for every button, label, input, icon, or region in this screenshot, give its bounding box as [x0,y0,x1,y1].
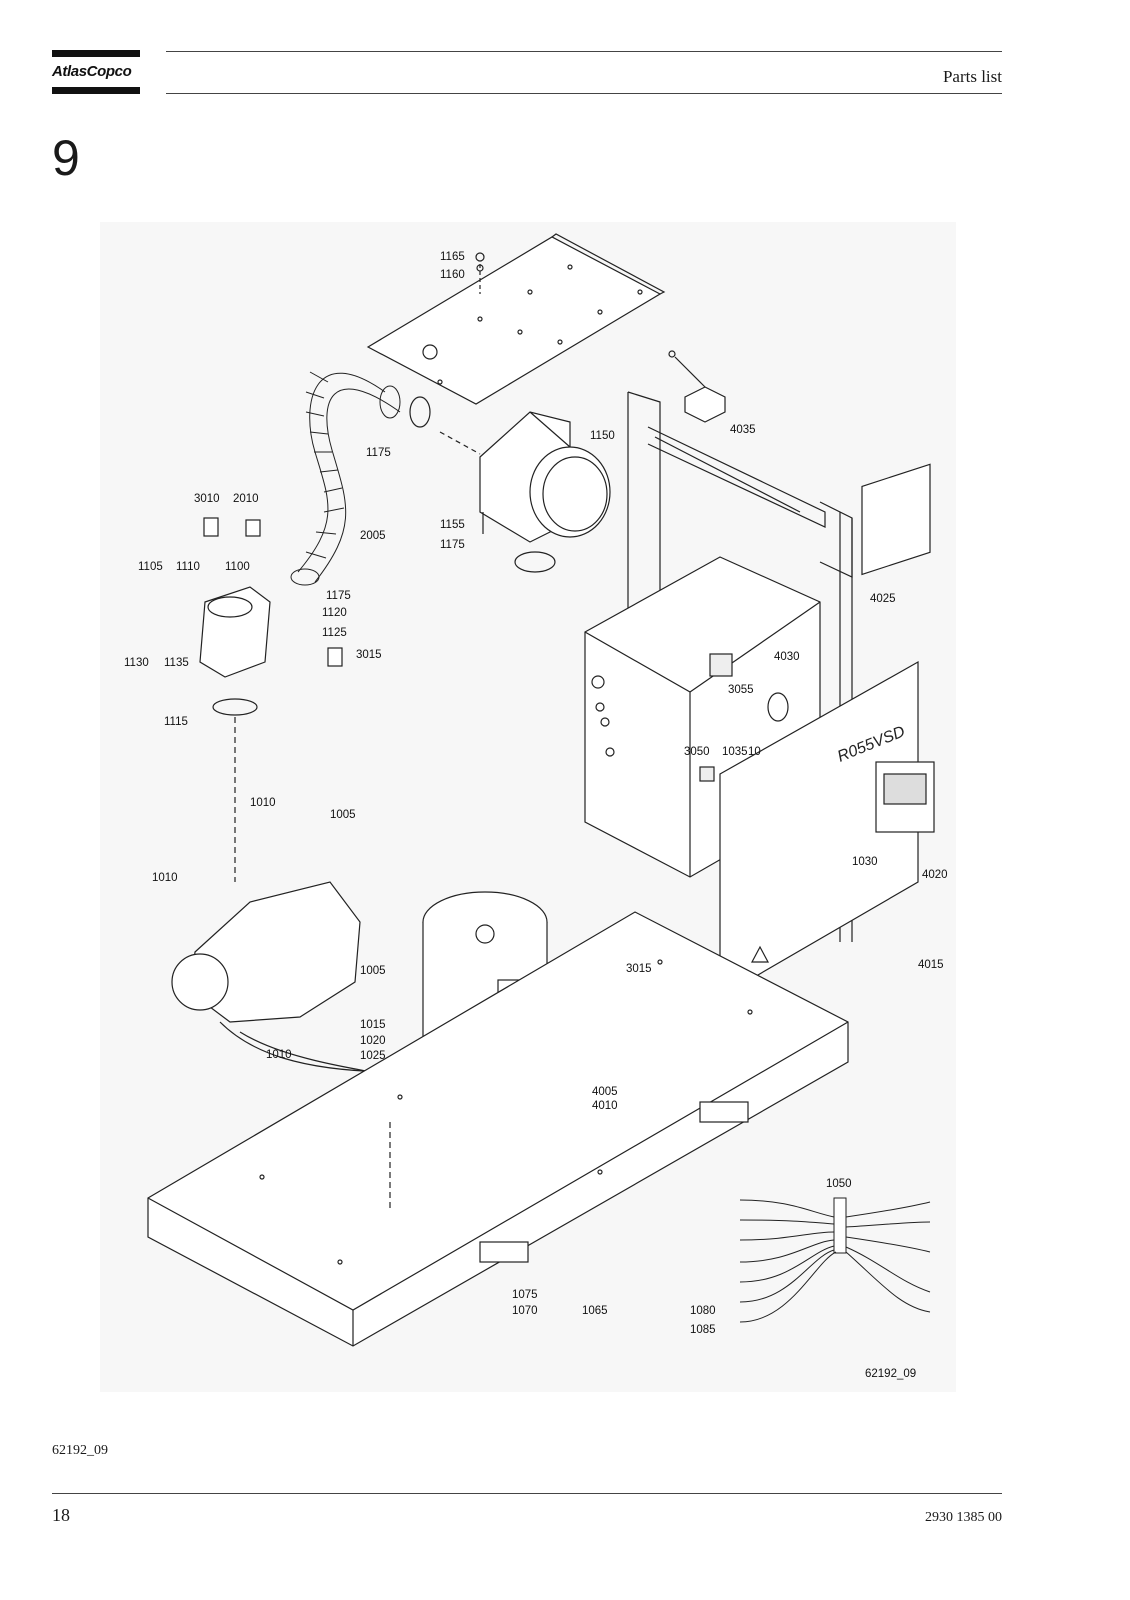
figure-id: 62192_09 [865,1368,916,1380]
callout-label: 1070 [512,1305,538,1317]
flex-hose [290,371,401,586]
callout-label: 1035 [722,746,748,758]
callout-label: 1050 [826,1178,852,1190]
callout-label: 1120 [322,607,347,619]
hose-clamp-1175b [514,551,556,573]
callout-label: 4010 [592,1100,618,1112]
callout-label: 1005 [330,809,356,821]
callout-label: 1175 [326,590,351,602]
callout-label: 1005 [360,965,386,977]
callout-label: 1150 [590,430,615,442]
callout-label: 3050 [684,746,710,758]
callout-label: 1100 [225,561,250,573]
callout-label: 2005 [360,530,386,542]
callout-label: 1165 [440,251,465,263]
section-number: 9 [52,130,80,186]
parts-drawing: R055VSD [100,222,956,1392]
callout-label: 1130 [124,657,149,669]
callout-label: 1020 [360,1035,386,1047]
callout-label: 3010 [194,493,220,505]
callout-label: 1110 [176,561,200,573]
callout-label: 4025 [870,593,896,605]
sensor-2010 [245,519,261,537]
callout-label: 3015 [626,963,652,975]
callout-label: 1075 [512,1289,538,1301]
callout-label: 1135 [164,657,189,669]
callout-label: 1125 [322,627,347,639]
callout-label: 4035 [730,424,756,436]
callout-label: 3055 [728,684,754,696]
air-filter-1150 [479,411,611,543]
atlas-copco-logo: AtlasCopco [52,50,140,94]
logo-text: AtlasCopco [52,63,132,80]
o-ring-1115 [212,698,258,716]
header-title: Parts list [942,67,1002,86]
callout-label: 4020 [922,869,948,881]
callout-label: 4030 [774,651,800,663]
logo-bar-top [52,50,140,57]
front-door-panel: R055VSD [719,463,931,999]
solenoid-3010 [203,517,219,537]
document-number: 2930 1385 00 [925,1510,1002,1525]
callout-label: 1085 [690,1324,716,1336]
logo-bar-bottom [52,87,140,94]
callout-label: 1015 [360,1019,386,1031]
page-number: 18 [52,1505,70,1525]
callout-label: 1105 [138,561,163,573]
header-rule-top [166,51,1002,52]
cable-harness-1050 [739,1197,931,1323]
callout-label: 4005 [592,1086,618,1098]
callout-label: 1025 [360,1050,386,1062]
callout-label: 1080 [690,1305,716,1317]
callout-label: 3015 [356,649,382,661]
callout-label: 2010 [233,493,259,505]
callout-label: 1175 [366,447,391,459]
callout-label: 1160 [440,269,465,281]
solenoid-3015a [327,647,343,667]
hose-clamp-1175a [409,396,431,428]
ball-valve-4035 [668,350,726,423]
callout-label: 1175 [440,539,465,551]
base-frame [147,911,849,1347]
top-cover-panel [366,233,666,405]
callout-label: 1010 [266,1049,292,1061]
footer-rule [52,1493,1002,1494]
compressor-element [171,881,421,1081]
callout-label: 1155 [440,519,465,531]
figure-reference: 62192_09 [52,1443,108,1458]
intake-valve-1100 [199,586,271,678]
callout-label: 1065 [582,1305,608,1317]
callout-label: 1115 [164,716,188,728]
callout-label: 1010 [152,872,178,884]
callout-labels: 1165 1160 4035 1150 1175 3010 2010 2005 … [124,251,948,1336]
callout-label: 1010 [250,797,276,809]
callout-label: 10 [748,746,761,758]
header-rule-bottom [166,93,1002,94]
callout-label: 1030 [852,856,878,868]
parts-drawing-svg: R055VSD [124,233,948,1380]
callout-label: 4015 [918,959,944,971]
